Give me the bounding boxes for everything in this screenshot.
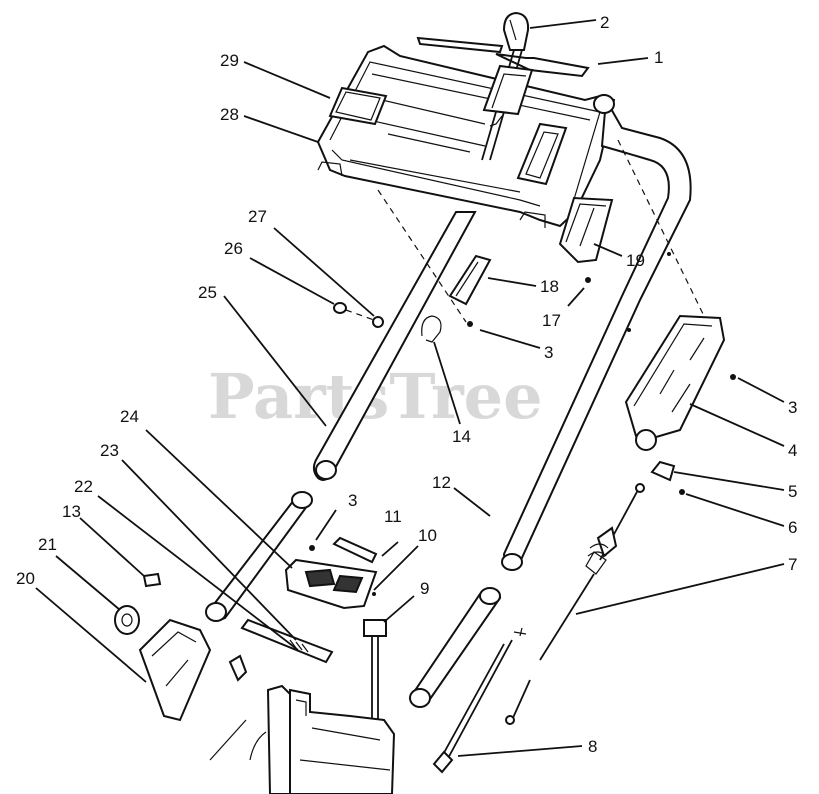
callout-4: 4	[788, 441, 797, 460]
callout-22: 22	[74, 477, 93, 496]
callout-9: 9	[420, 579, 429, 598]
handle-tube-left	[312, 211, 477, 481]
callout-7: 7	[788, 555, 797, 574]
clip-14	[421, 315, 442, 343]
callout-13: 13	[62, 502, 81, 521]
callout-24: 24	[120, 407, 139, 426]
callout-8: 8	[588, 737, 597, 756]
callout-21: 21	[38, 535, 57, 554]
part-13	[142, 572, 162, 588]
callout-18: 18	[540, 277, 559, 296]
callout-1: 1	[654, 48, 663, 67]
part-20	[138, 618, 212, 722]
callout-10: 10	[418, 526, 437, 545]
callout-5: 5	[788, 482, 797, 501]
handle-tube-right	[501, 94, 692, 571]
callout-3-right: 3	[788, 398, 797, 417]
callout-14: 14	[452, 427, 471, 446]
callout-25: 25	[198, 283, 217, 302]
callout-6: 6	[788, 518, 797, 537]
part-5	[650, 460, 676, 482]
callout-12: 12	[432, 473, 451, 492]
callout-28: 28	[220, 105, 239, 124]
callout-17: 17	[542, 311, 561, 330]
lower-handle-tube-left	[205, 491, 313, 622]
bracket-4	[624, 314, 726, 451]
shift-lever	[481, 11, 534, 161]
part-21	[114, 605, 140, 635]
cable-7	[539, 483, 645, 661]
bracket-18	[448, 254, 492, 306]
rod-8	[432, 627, 531, 774]
part-9	[363, 619, 387, 637]
callout-20: 20	[16, 569, 35, 588]
nut-26	[333, 302, 347, 314]
washer-27	[372, 316, 384, 328]
lower-handle-tube-right	[408, 587, 502, 708]
callout-2: 2	[600, 13, 609, 32]
shift-gate-plate	[516, 122, 568, 186]
decal-2	[416, 36, 504, 54]
callout-23: 23	[100, 441, 119, 460]
callout-26: 26	[224, 239, 243, 258]
bolt-11	[332, 536, 378, 564]
callout-3-lower: 3	[348, 491, 357, 510]
callout-19: 19	[626, 251, 645, 270]
callout-11: 11	[384, 507, 402, 526]
screw-3-lower	[309, 545, 315, 551]
callout-29: 29	[220, 51, 239, 70]
plate-24	[284, 558, 378, 610]
base-frame	[209, 654, 396, 794]
callout-3-upper: 3	[544, 343, 553, 362]
callout-27: 27	[248, 207, 267, 226]
